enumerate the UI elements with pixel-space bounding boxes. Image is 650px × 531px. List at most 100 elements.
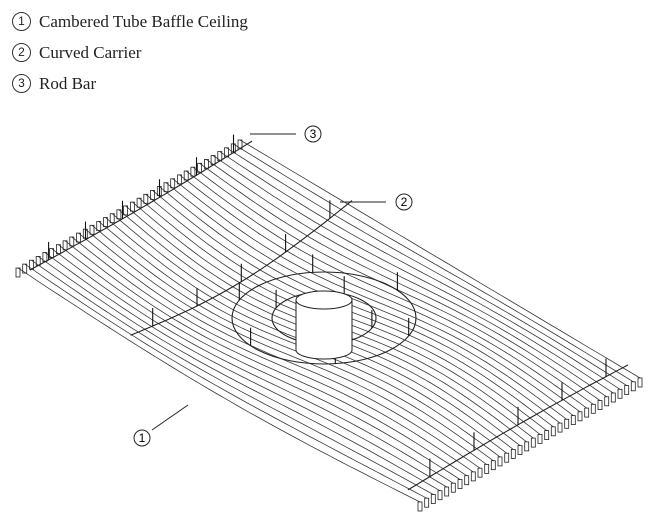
baffle-end-cap [430,494,436,504]
callout-curved-carrier: 2 [340,193,413,211]
legend-label: Rod Bar [39,73,97,93]
baffle-tube [239,139,641,379]
baffle-end-cap [557,422,563,433]
baffle-end-cap [203,158,209,169]
baffle-end-cap [424,497,430,508]
baffle-end-cap [22,263,28,274]
baffle-end-cap [197,162,203,173]
legend-item-ceiling: 1 Cambered Tube Baffle Ceiling [12,6,248,37]
legend-number: 2 [12,43,31,62]
baffle-end-cap [624,385,630,395]
baffle-tube [219,151,621,390]
legend-item-carrier: 2 Curved Carrier [12,37,248,68]
baffle-end-cap [62,240,68,251]
baffle-end-cap [510,448,516,459]
baffle-tube [71,236,474,473]
callout-rod-bar: 3 [250,125,322,143]
baffle-tube [85,228,487,465]
baffle-tube [165,182,567,420]
baffle-end-cap [150,189,155,200]
callout-ceiling: 1 [133,404,189,447]
baffle-end-cap [129,201,135,212]
legend-number: 3 [12,74,31,93]
baffle-end-cap [530,437,536,448]
rod-bars [48,134,607,477]
baffle-end-cap [590,403,596,414]
legend-label: Curved Carrier [39,42,142,62]
baffle-end-cap [417,501,423,512]
baffle-end-cap [116,209,122,220]
baffle-end-cap [497,456,503,467]
baffle-end-cap [504,452,510,463]
cylinder [295,290,353,360]
baffle-end-cap [550,426,556,437]
baffle-tube [24,263,427,499]
baffle-end-cap [444,486,450,497]
baffle-end-cap [564,418,570,429]
baffle-end-cap [464,475,470,486]
baffle-tube [51,248,454,484]
baffle-end-cap [450,482,456,493]
baffle-end-cap [96,221,102,231]
baffle-end-cap [484,463,490,474]
baffle-end-cap [49,248,54,259]
baffle-ends [15,139,643,512]
baffle-tube [91,224,494,462]
baffle-end-cap [109,213,115,224]
baffle-end-cap [544,430,550,441]
baffle-tube [192,166,594,405]
baffle-tube [199,162,601,401]
baffle-tube [64,240,467,477]
baffle-end-cap [577,411,583,422]
baffle-end-cap [597,400,603,410]
baffle-end-cap [517,445,523,456]
baffle-end-cap [637,377,643,388]
baffle-end-cap [69,236,75,247]
baffle-tube [179,174,581,413]
baffle-end-cap [163,182,169,193]
callout-number: 2 [401,195,408,209]
baffle-end-cap [604,396,610,407]
baffle-end-cap [76,232,81,243]
baffle-end-cap [457,479,463,489]
baffle-tube [44,252,447,488]
curved-carrier [29,140,253,271]
legend-label: Cambered Tube Baffle Ceiling [39,11,248,31]
baffle-end-cap [584,407,590,418]
baffle-end-cap [183,170,189,181]
callout-number: 3 [310,127,317,141]
baffle-end-cap [470,471,476,482]
legend-item-rod-bar: 3 Rod Bar [12,68,248,99]
baffle-end-cap [103,217,108,228]
baffle-end-cap [617,388,623,399]
baffle-tube [17,267,421,503]
baffle-end-cap [190,166,196,177]
baffle-end-cap [477,467,483,478]
baffle-end-cap [570,415,576,426]
baffle-tube [185,170,587,409]
baffle-end-cap [610,392,616,403]
baffle-end-cap [177,174,182,185]
baffle-tube [31,259,434,495]
baffle-end-cap [630,381,636,392]
baffle-end-cap [490,460,496,471]
baffle-tube [233,143,634,383]
baffle-end-cap [170,178,176,189]
baffle-end-cap [56,244,61,255]
baffle-tube [226,147,627,386]
baffle-end-cap [89,224,95,235]
baffle-end-cap [123,205,128,216]
baffle-end-cap [524,441,530,452]
baffle-tube [58,244,461,480]
ring-carrier [231,271,417,365]
legend-number: 1 [12,12,31,31]
baffle-end-cap [537,433,543,444]
baffle-end-cap [437,490,443,501]
baffle-tube [159,186,561,424]
baffle-tube [212,155,614,394]
baffle-end-cap [15,267,21,278]
baffle-tube [152,190,554,428]
callout-number: 1 [139,431,146,445]
baffle-end-cap [143,193,149,204]
